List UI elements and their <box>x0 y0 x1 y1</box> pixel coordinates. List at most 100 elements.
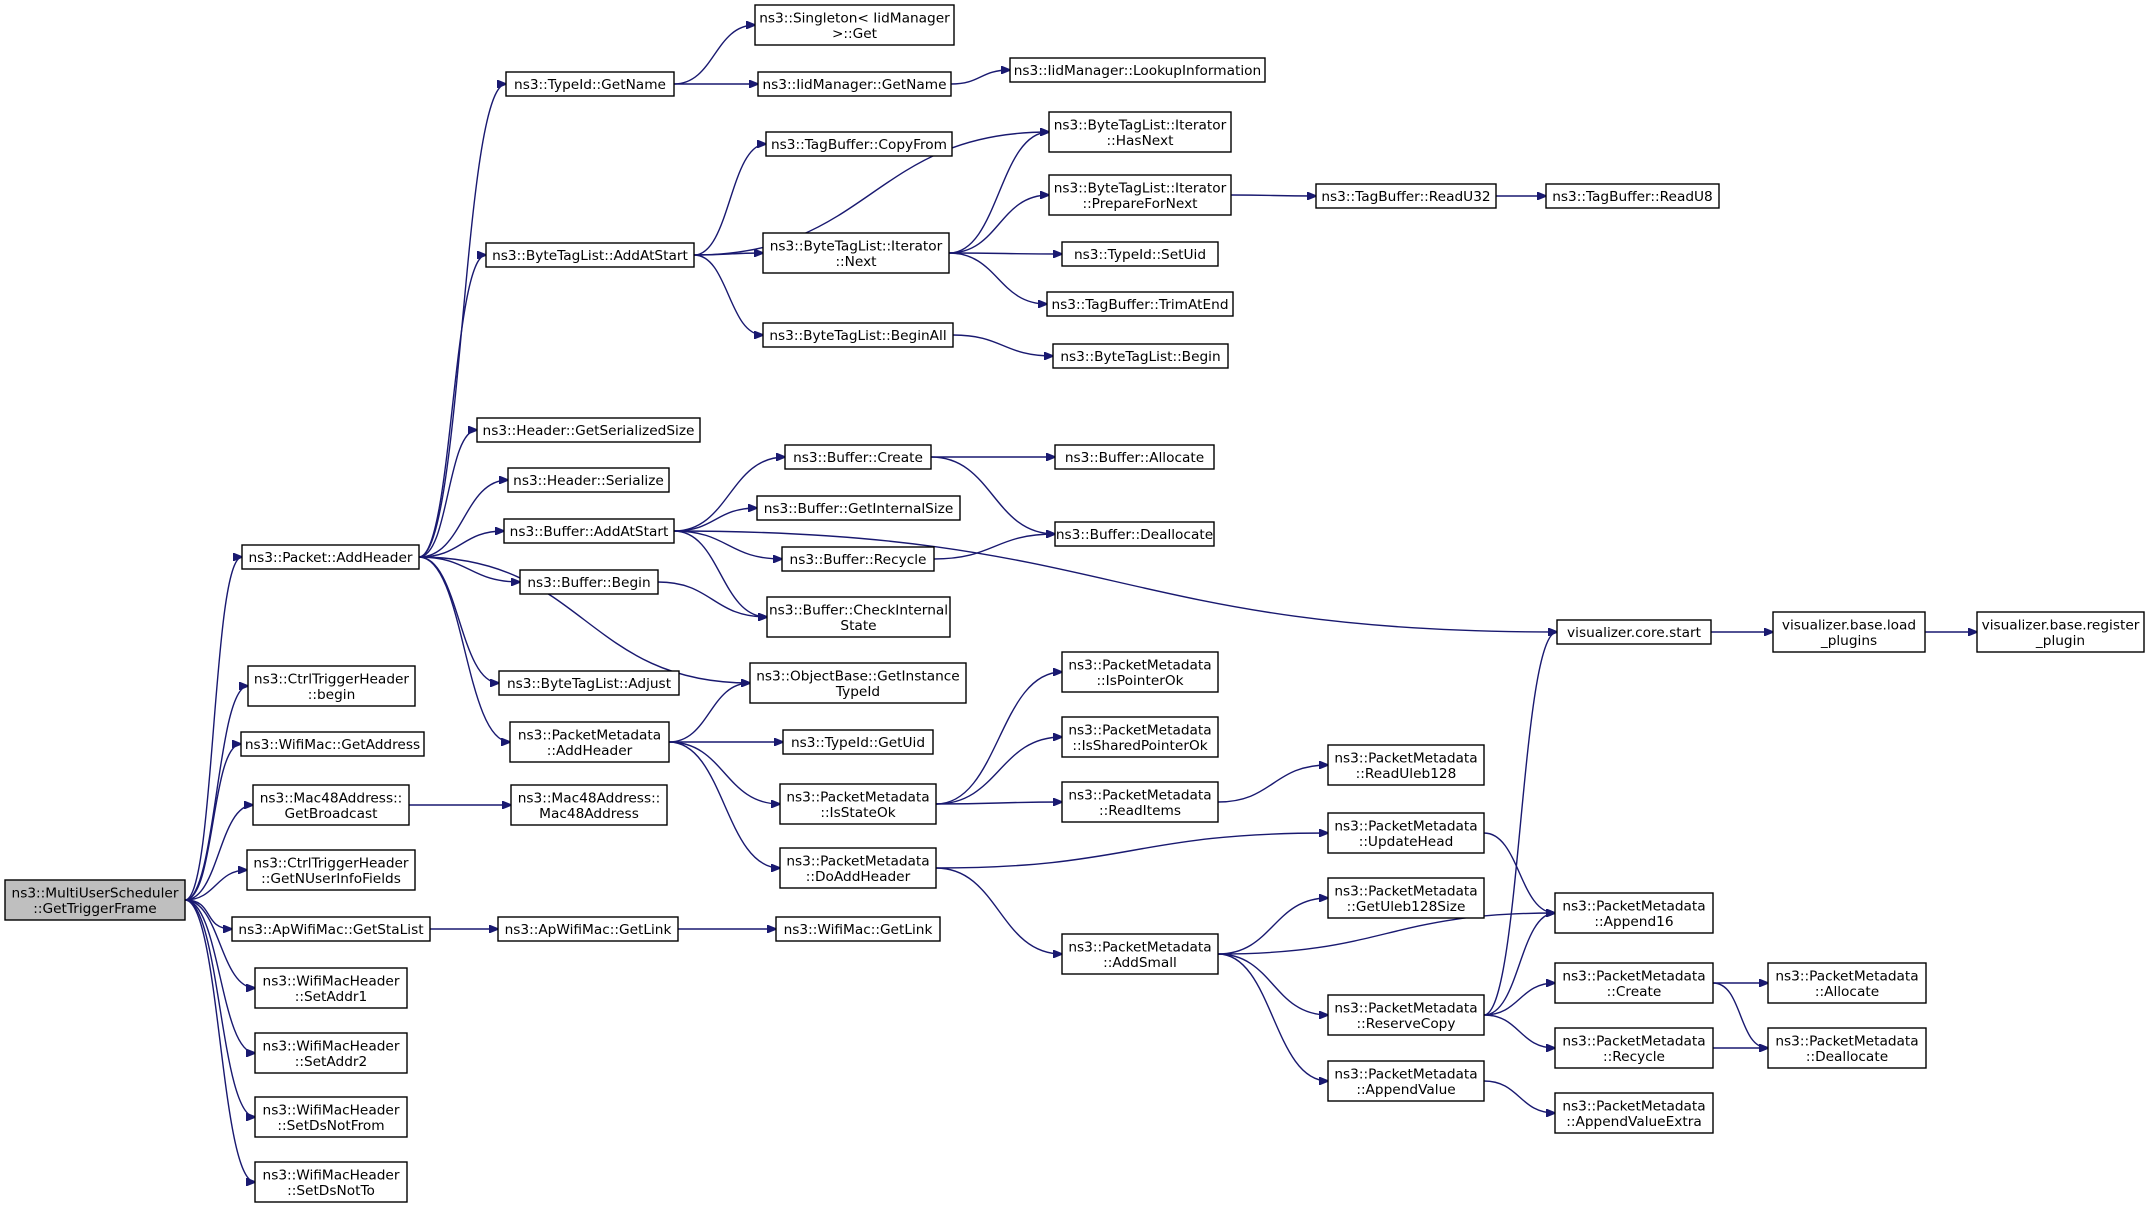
edge-group <box>930 456 1055 534</box>
node-vizregister[interactable]: visualizer.base.register_plugin <box>1976 611 2145 653</box>
edge-group <box>418 556 499 683</box>
node-bufrecycle[interactable]: ns3::Buffer::Recycle <box>781 546 935 572</box>
node-getaddress[interactable]: ns3::WifiMac::GetAddress <box>240 731 425 757</box>
node-label: ns3::WifiMacHeader <box>263 1102 400 1118</box>
edge-group <box>950 70 1010 85</box>
node-bufcreate[interactable]: ns3::Buffer::Create <box>784 444 932 470</box>
node-pmdealloc[interactable]: ns3::PacketMetadata::Deallocate <box>1767 1027 1927 1069</box>
node-btladdatstart[interactable]: ns3::ByteTagList::AddAtStart <box>485 242 695 268</box>
node-box <box>1327 994 1485 1036</box>
node-pmissharedok[interactable]: ns3::PacketMetadata::IsSharedPointerOk <box>1061 716 1219 758</box>
node-iidlookup[interactable]: ns3::IidManager::LookupInformation <box>1009 57 1266 83</box>
edge-root-to-getstalist <box>184 899 232 929</box>
node-pmgetuleb[interactable]: ns3::PacketMetadata::GetUleb128Size <box>1327 877 1485 919</box>
node-pmappendextra[interactable]: ns3::PacketMetadata::AppendValueExtra <box>1554 1092 1714 1134</box>
node-bufdealloc[interactable]: ns3::Buffer::Deallocate <box>1054 521 1215 547</box>
node-label: >::Get <box>832 26 878 42</box>
edge-group <box>418 430 477 558</box>
node-tagcopyfrom[interactable]: ns3::TagBuffer::CopyFrom <box>765 131 953 157</box>
node-box <box>757 71 952 97</box>
node-pmallocate[interactable]: ns3::PacketMetadata::Allocate <box>1767 962 1927 1004</box>
node-label: ns3::Buffer::CheckInternal <box>769 602 948 618</box>
node-btladjust[interactable]: ns3::ByteTagList::Adjust <box>498 670 680 696</box>
node-vizstart[interactable]: visualizer.core.start <box>1556 619 1712 645</box>
node-getnuser[interactable]: ns3::CtrlTriggerHeader::GetNUserInfoFiel… <box>246 849 416 891</box>
edge-addheader-to-pmaddheader <box>418 556 510 742</box>
node-hdrserialize[interactable]: ns3::Header::Serialize <box>507 467 670 493</box>
edge-root-to-getaddress <box>184 744 241 901</box>
node-box <box>1554 962 1714 1004</box>
node-setaddr1[interactable]: ns3::WifiMacHeader::SetAddr1 <box>254 967 408 1009</box>
node-pmrecycle[interactable]: ns3::PacketMetadata::Recycle <box>1554 1027 1714 1069</box>
edge-addheader-to-btladdatstart <box>418 255 486 558</box>
node-label: ns3::Singleton< IidManager <box>759 10 950 26</box>
node-hdrgetsersize[interactable]: ns3::Header::GetSerializedSize <box>476 417 701 443</box>
node-btlitnext[interactable]: ns3::ByteTagList::Iterator::Next <box>762 232 950 274</box>
node-pmdoaddheader[interactable]: ns3::PacketMetadata::DoAddHeader <box>779 847 937 889</box>
nodes: ns3::MultiUserScheduler::GetTriggerFrame… <box>4 4 2145 1203</box>
node-box <box>1046 291 1234 317</box>
node-label: ns3::PacketMetadata <box>1562 1033 1705 1049</box>
node-setaddr2[interactable]: ns3::WifiMacHeader::SetAddr2 <box>254 1032 408 1074</box>
node-btlbegin[interactable]: ns3::ByteTagList::Begin <box>1052 343 1229 369</box>
node-pmaddsmall[interactable]: ns3::PacketMetadata::AddSmall <box>1061 933 1219 975</box>
node-btlhasnext[interactable]: ns3::ByteTagList::Iterator::HasNext <box>1048 111 1232 153</box>
node-getstalist[interactable]: ns3::ApWifiMac::GetStaList <box>231 916 431 942</box>
node-pmreservecopy[interactable]: ns3::PacketMetadata::ReserveCopy <box>1327 994 1485 1036</box>
node-addheader[interactable]: ns3::Packet::AddHeader <box>241 544 420 570</box>
edge-root-to-addheader <box>184 557 242 901</box>
node-pmispointerok[interactable]: ns3::PacketMetadata::IsPointerOk <box>1061 651 1219 693</box>
edge-btlprepare-to-readu32 <box>1230 195 1316 196</box>
node-box <box>1772 611 1926 653</box>
node-label: ::IsStateOk <box>820 805 895 821</box>
edge-pmisstateok-to-pmissharedok <box>935 737 1062 805</box>
node-setuid[interactable]: ns3::TypeId::SetUid <box>1061 241 1219 267</box>
edge-root-to-setdsnotto <box>184 899 255 1182</box>
node-vizload[interactable]: visualizer.base.load_plugins <box>1772 611 1926 653</box>
node-btlprepare[interactable]: ns3::ByteTagList::Iterator::PrepareForNe… <box>1048 174 1232 216</box>
edge-group <box>933 534 1055 560</box>
node-label: ::UpdateHead <box>1359 834 1454 850</box>
node-label: ns3::PacketMetadata <box>1775 968 1918 984</box>
node-apgetlink[interactable]: ns3::ApWifiMac::GetLink <box>497 916 679 942</box>
node-setdsnotto[interactable]: ns3::WifiMacHeader::SetDsNotTo <box>254 1161 408 1203</box>
node-pmcreate[interactable]: ns3::PacketMetadata::Create <box>1554 962 1714 1004</box>
node-pmappendvalue[interactable]: ns3::PacketMetadata::AppendValue <box>1327 1060 1485 1102</box>
node-pmisstateok[interactable]: ns3::PacketMetadata::IsStateOk <box>779 783 937 825</box>
node-label: ns3::PacketMetadata <box>518 727 661 743</box>
node-pmappend16[interactable]: ns3::PacketMetadata::Append16 <box>1554 892 1714 934</box>
node-box <box>1054 444 1215 470</box>
node-label: ns3::PacketMetadata <box>1068 939 1211 955</box>
node-pmupdatehead[interactable]: ns3::PacketMetadata::UpdateHead <box>1327 812 1485 854</box>
node-bufgetinternal[interactable]: ns3::Buffer::GetInternalSize <box>756 495 961 521</box>
node-readu8[interactable]: ns3::TagBuffer::ReadU8 <box>1545 183 1720 209</box>
node-bufbegin[interactable]: ns3::Buffer::Begin <box>519 569 659 595</box>
node-box <box>1327 877 1485 919</box>
edge-root-to-setaddr2 <box>184 899 255 1053</box>
node-bufaddatstart[interactable]: ns3::Buffer::AddAtStart <box>503 518 675 544</box>
node-typeidgetname[interactable]: ns3::TypeId::GetName <box>505 71 675 97</box>
node-mac48addr[interactable]: ns3::Mac48Address::Mac48Address <box>510 784 668 826</box>
node-pmreaduleb[interactable]: ns3::PacketMetadata::ReadUleb128 <box>1327 744 1485 786</box>
node-btlbeginall[interactable]: ns3::ByteTagList::BeginAll <box>762 322 954 348</box>
node-pmaddheader[interactable]: ns3::PacketMetadata::AddHeader <box>509 721 670 763</box>
node-bufallocate[interactable]: ns3::Buffer::Allocate <box>1054 444 1215 470</box>
node-box <box>782 729 934 755</box>
edge-pmreservecopy-to-pmrecycle <box>1483 1014 1555 1048</box>
node-pmreaditems[interactable]: ns3::PacketMetadata::ReadItems <box>1061 781 1219 823</box>
node-setdsnotfrom[interactable]: ns3::WifiMacHeader::SetDsNotFrom <box>254 1096 408 1138</box>
edge-root-to-getnuser <box>184 870 247 901</box>
node-readu32[interactable]: ns3::TagBuffer::ReadU32 <box>1315 183 1497 209</box>
node-trimatend[interactable]: ns3::TagBuffer::TrimAtEnd <box>1046 291 1234 317</box>
node-getbroadcast[interactable]: ns3::Mac48Address::GetBroadcast <box>252 784 410 826</box>
edge-btlitnext-to-setuid <box>948 253 1062 254</box>
edge-group <box>1217 765 1328 803</box>
node-wifigetlink[interactable]: ns3::WifiMac::GetLink <box>775 916 941 942</box>
node-singleton[interactable]: ns3::Singleton< IidManager>::Get <box>754 4 955 46</box>
node-root[interactable]: ns3::MultiUserScheduler::GetTriggerFrame <box>4 879 186 921</box>
node-ctrlbegin[interactable]: ns3::CtrlTriggerHeader::begin <box>247 665 416 707</box>
node-iidgetname[interactable]: ns3::IidManager::GetName <box>757 71 952 97</box>
node-typeidgetuid[interactable]: ns3::TypeId::GetUid <box>782 729 934 755</box>
